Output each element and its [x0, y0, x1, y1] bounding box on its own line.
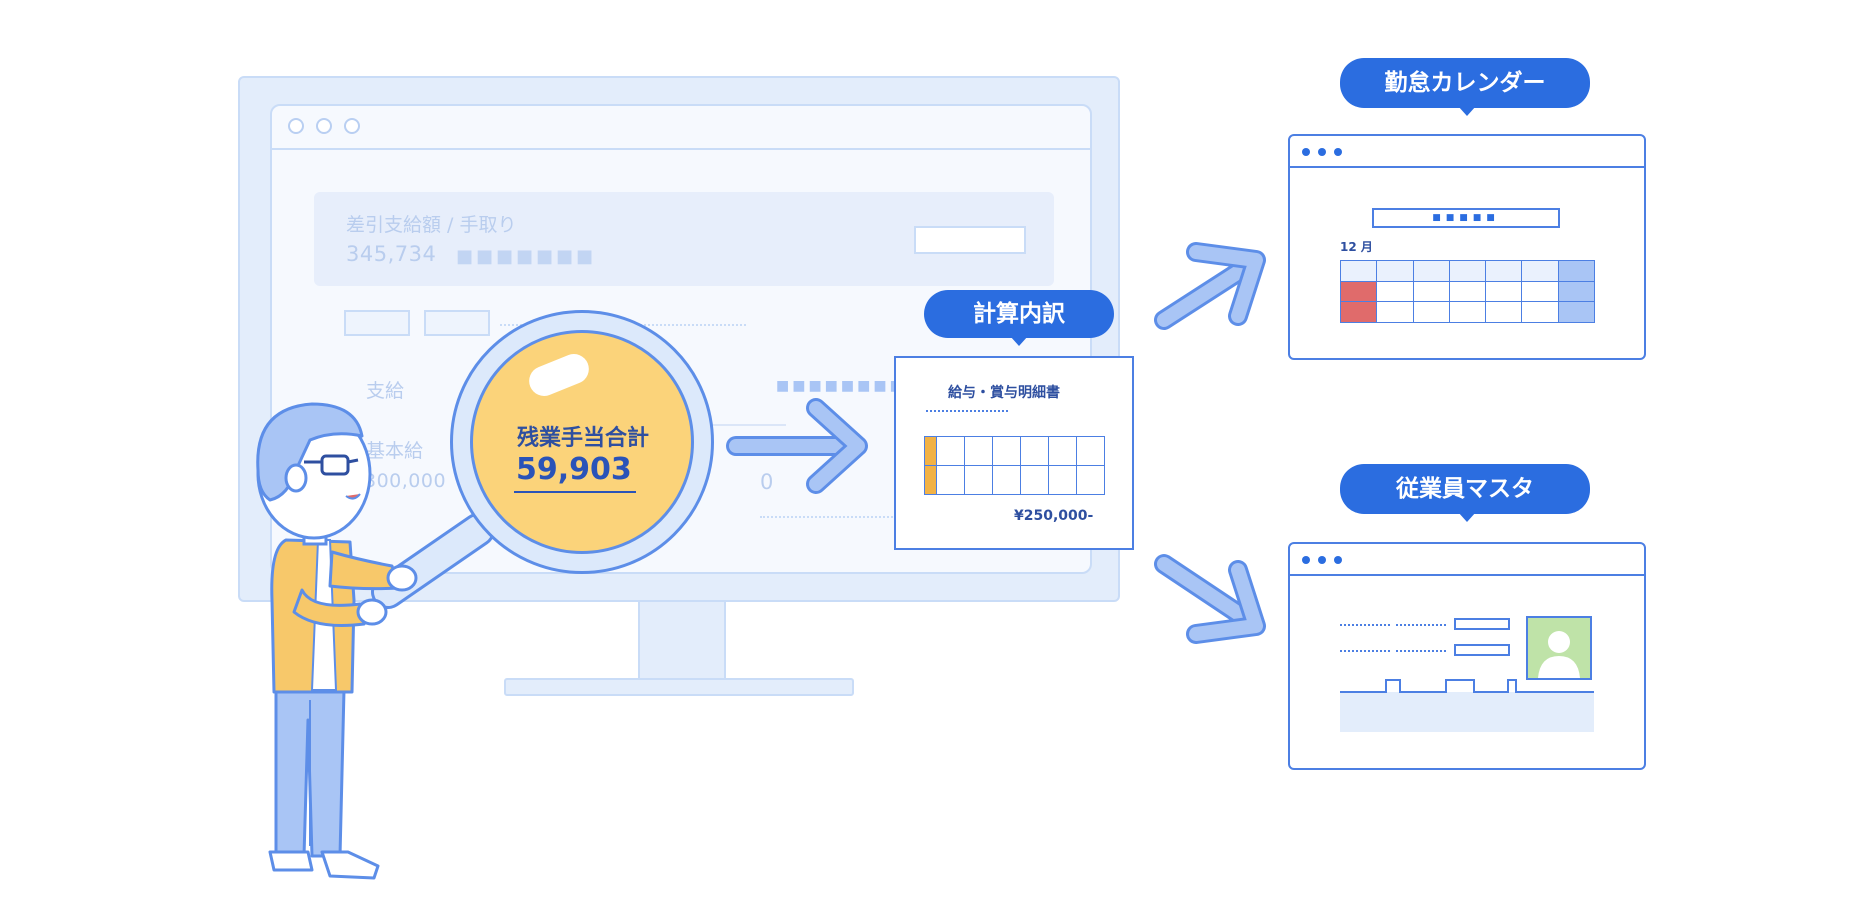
- callout-pointer: [1458, 512, 1476, 522]
- employee-callout: 従業員マスタ: [1340, 464, 1590, 514]
- placeholder-dots: ■■■■■■■■■: [776, 378, 923, 394]
- employee-tabs: [1340, 679, 1594, 732]
- table-cell: [992, 436, 1021, 466]
- calendar-cell: [1376, 260, 1414, 282]
- window-control-icon: [1334, 148, 1342, 156]
- window-control-icon: [316, 118, 332, 134]
- calendar-cell: [1485, 301, 1523, 323]
- calendar-cell: [1521, 301, 1559, 323]
- window-control-icon: [1318, 556, 1326, 564]
- calendar-cell: [1448, 301, 1487, 323]
- person-avatar-icon: [1538, 631, 1580, 678]
- base-salary-label: 基本給: [366, 440, 424, 462]
- overtime-total-value: 59,903: [514, 452, 636, 493]
- calendar-cell: [1376, 280, 1414, 303]
- statement-amount: ¥250,000-: [1014, 508, 1094, 524]
- table-cell: [1020, 436, 1049, 466]
- table-cell: [992, 465, 1021, 495]
- employee-photo: [1526, 616, 1592, 680]
- net-pay-label: 差引支給額 / 手取り: [346, 214, 517, 236]
- pay-statement-title: 給与・賞与明細書: [948, 385, 1060, 401]
- table-cell: [1048, 436, 1077, 466]
- window-control-icon: [344, 118, 360, 134]
- dotted-line: [1340, 624, 1390, 626]
- table-cell: [1048, 465, 1077, 495]
- window-titlebar-divider: [1290, 574, 1644, 576]
- calendar-cell: [1557, 260, 1595, 282]
- calendar-cell: [1340, 301, 1378, 323]
- monitor-base: [504, 678, 854, 696]
- table-cell: [964, 436, 993, 466]
- calendar-cell: [1485, 260, 1523, 282]
- calendar-cell: [1412, 260, 1450, 282]
- calendar-cell: [1340, 260, 1378, 282]
- zero-value: 0: [760, 470, 774, 494]
- window-control-icon: [288, 118, 304, 134]
- field-box: [1454, 644, 1510, 656]
- calendar-cell: [1412, 280, 1450, 303]
- monitor-stand: [638, 602, 726, 678]
- calendar-cell: [1340, 280, 1378, 303]
- callout-pointer: [1458, 106, 1476, 116]
- table-cell: [936, 436, 965, 466]
- window-control-icon: [1302, 148, 1310, 156]
- month-selector: ■■■■■: [1372, 208, 1560, 228]
- month-label: 12 月: [1340, 240, 1373, 254]
- net-pay-value: 345,734: [346, 242, 437, 266]
- calendar-cell: [1557, 280, 1595, 303]
- table-cell: [1076, 465, 1105, 495]
- calendar-cell: [1557, 301, 1595, 323]
- calendar-callout: 勤怠カレンダー: [1340, 58, 1590, 108]
- dotted-line: [1396, 650, 1446, 652]
- breakdown-callout: 計算内訳: [924, 290, 1114, 338]
- calendar-cell: [1521, 280, 1559, 303]
- dotted-line: [926, 410, 1008, 412]
- window-control-icon: [1318, 148, 1326, 156]
- placeholder-dots: ■■■■■■■: [456, 246, 597, 267]
- dotted-line: [1396, 624, 1446, 626]
- input-placeholder: [914, 226, 1026, 254]
- statement-table: [924, 436, 1105, 495]
- dotted-line: [1340, 650, 1390, 652]
- field-box: [1454, 618, 1510, 630]
- calendar-grid: [1340, 260, 1595, 323]
- tab-placeholder: [344, 310, 410, 336]
- calendar-cell: [1485, 280, 1523, 303]
- window-titlebar-divider: [272, 148, 1090, 150]
- calendar-cell: [1521, 260, 1559, 282]
- table-cell: [1020, 465, 1049, 495]
- table-cell: [1076, 436, 1105, 466]
- table-cell: [936, 465, 965, 495]
- calendar-cell: [1412, 301, 1450, 323]
- window-control-icon: [1334, 556, 1342, 564]
- table-cell: [964, 465, 993, 495]
- window-control-icon: [1302, 556, 1310, 564]
- window-titlebar-divider: [1290, 166, 1644, 168]
- calendar-cell: [1448, 280, 1487, 303]
- callout-pointer: [1010, 336, 1028, 346]
- calendar-cell: [1448, 260, 1487, 282]
- payments-label: 支給: [366, 380, 405, 402]
- calendar-cell: [1376, 301, 1414, 323]
- base-salary-value: 300,000: [364, 470, 447, 492]
- tab-placeholder: [424, 310, 490, 336]
- dotted-line: [760, 516, 896, 518]
- overtime-total-label: 残業手当合計: [516, 426, 649, 451]
